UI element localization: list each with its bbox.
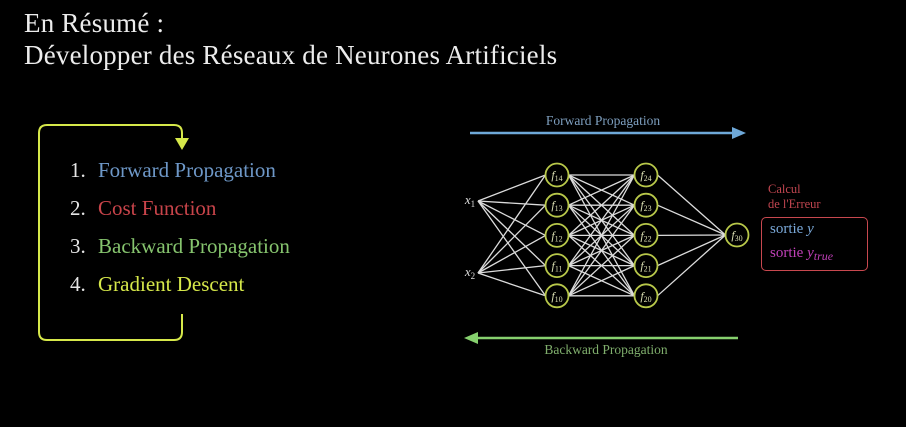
neuron-layer1-13: f13 xyxy=(544,192,570,218)
step-number: 3. xyxy=(70,234,86,258)
neuron-circle xyxy=(544,253,570,279)
error-title-line-2: de l'Erreur xyxy=(768,197,821,211)
edge-input-layer1 xyxy=(477,200,547,297)
edge-layer1-layer2 xyxy=(568,174,635,236)
backward-propagation-label: Backward Propagation xyxy=(544,342,668,357)
step-backward-propagation: 3. Backward Propagation xyxy=(70,227,290,265)
neuron-circle xyxy=(633,253,659,279)
title-line-1: En Résumé : xyxy=(24,8,165,38)
edge-input-layer1 xyxy=(477,272,546,297)
error-calculation-title: Calcul de l'Erreur xyxy=(768,182,821,212)
neuron-label: f23 xyxy=(640,198,651,213)
neuron-label: f10 xyxy=(551,289,562,304)
backward-arrowhead-icon xyxy=(464,332,478,344)
edge-layer1-layer2 xyxy=(567,174,636,266)
neuron-circle xyxy=(633,222,659,248)
loop-arrow-path xyxy=(38,124,183,341)
neuron-label: f21 xyxy=(640,259,651,274)
true-output-variable: y xyxy=(807,245,814,261)
neuron-circle xyxy=(724,222,750,248)
output-variable: y xyxy=(807,221,814,237)
neuron-circle xyxy=(544,192,570,218)
neuron-label: f12 xyxy=(551,228,562,243)
neuron-layer2-21: f21 xyxy=(633,253,659,279)
edge-input-layer1 xyxy=(477,200,546,206)
edge-layer1-layer2 xyxy=(567,204,636,297)
neuron-label: f20 xyxy=(640,289,651,304)
network-nodes: f14 f13 f12 f11 f10 f24 f23 f22 f21 f20 f30 x1 x2 xyxy=(464,162,750,309)
edge-layer1-layer2 xyxy=(568,234,635,297)
edge-layer1-layer2 xyxy=(568,174,635,206)
output-text: sortie xyxy=(770,221,804,237)
neuron-circle xyxy=(633,192,659,218)
step-number: 2. xyxy=(70,196,86,220)
step-label: Cost Function xyxy=(98,196,217,220)
step-cost-function: 2. Cost Function xyxy=(70,189,290,227)
step-label: Forward Propagation xyxy=(98,158,276,182)
neuron-label: f13 xyxy=(551,198,562,213)
neuron-label: f11 xyxy=(551,259,562,274)
step-forward-propagation: 1. Forward Propagation xyxy=(70,151,290,189)
neuron-label: f24 xyxy=(640,168,651,183)
neuron-layer2-24: f24 xyxy=(633,162,659,188)
neuron-circle xyxy=(544,162,570,188)
edge-input-layer1 xyxy=(477,200,546,236)
edge-input-layer1 xyxy=(477,200,546,267)
edge-input-layer1 xyxy=(477,204,546,274)
true-output-line: sortie ytrue xyxy=(770,245,833,264)
step-number: 4. xyxy=(70,272,86,296)
neuron-layer1-11: f11 xyxy=(544,253,570,279)
edge-input-layer1 xyxy=(477,174,546,202)
edge-layer2-output xyxy=(657,234,726,267)
forward-arrowhead-icon xyxy=(732,127,746,139)
neuron-label: f30 xyxy=(731,228,742,243)
step-number: 1. xyxy=(70,158,86,182)
neuron-layer1-10: f10 xyxy=(544,283,570,309)
edge-layer1-layer2 xyxy=(567,174,636,297)
neuron-output-30: f30 xyxy=(724,222,750,248)
edge-input-layer1 xyxy=(477,264,546,274)
edge-layer2-output xyxy=(657,204,726,236)
neuron-label: f22 xyxy=(640,228,651,243)
neuron-label: f14 xyxy=(551,168,562,183)
network-edges xyxy=(477,174,726,297)
loop-arrowhead-icon xyxy=(175,138,189,150)
title-line-2: Développer des Réseaux de Neurones Artif… xyxy=(24,40,558,70)
input-x2-label: x2 xyxy=(464,264,475,281)
true-output-text: sortie xyxy=(770,245,804,261)
neuron-circle xyxy=(633,162,659,188)
step-list: 1. Forward Propagation 2. Cost Function 3.… xyxy=(70,151,290,303)
edge-input-layer1 xyxy=(477,174,547,274)
true-output-subscript: true xyxy=(813,249,834,263)
edge-layer2-output xyxy=(657,234,726,297)
step-label: Gradient Descent xyxy=(98,272,245,296)
neuron-circle xyxy=(633,283,659,309)
neuron-circle xyxy=(544,222,570,248)
edge-layer2-output xyxy=(657,174,726,236)
predicted-output-line: sortie y xyxy=(770,221,814,238)
forward-propagation-label: Forward Propagation xyxy=(546,113,661,128)
step-gradient-descent: 4. Gradient Descent xyxy=(70,265,290,303)
error-title-line-1: Calcul xyxy=(768,182,801,196)
neuron-layer1-12: f12 xyxy=(544,222,570,248)
neuron-layer2-22: f22 xyxy=(633,222,659,248)
edge-layer1-layer2 xyxy=(568,265,635,297)
neuron-layer2-20: f20 xyxy=(633,283,659,309)
input-x1-label: x1 xyxy=(464,192,475,209)
neuron-layer2-23: f23 xyxy=(633,192,659,218)
error-output-box: sortie y sortie ytrue xyxy=(761,217,868,271)
neuron-circle xyxy=(544,283,570,309)
neuron-layer1-14: f14 xyxy=(544,162,570,188)
edge-input-layer1 xyxy=(477,234,546,274)
step-label: Backward Propagation xyxy=(98,234,290,258)
